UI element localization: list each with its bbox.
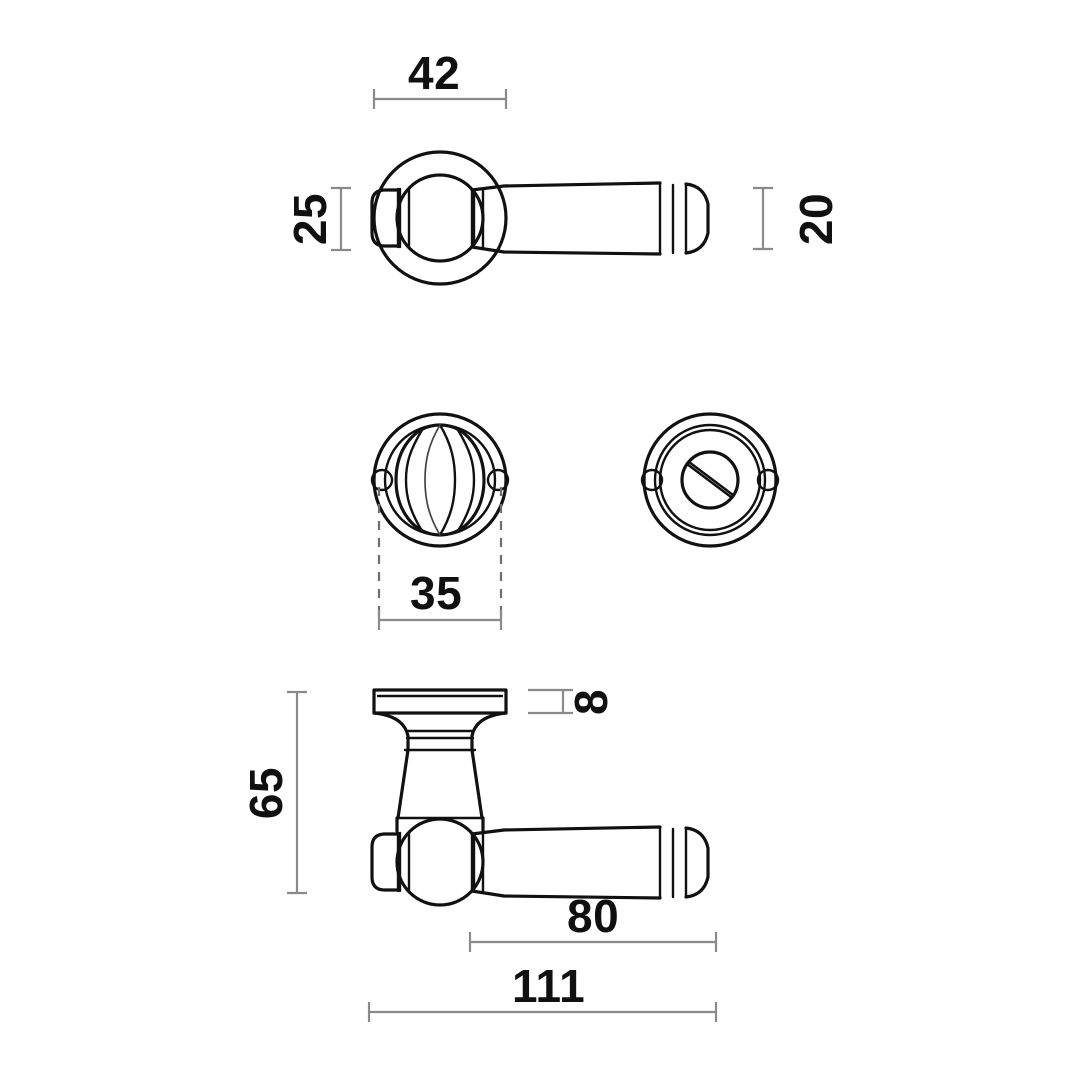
view-bottom-lever-side [287,688,718,1022]
view-top-lever-front [331,89,773,286]
dim-80-value: 80 [567,890,620,942]
thumbturn-flute-4 [404,428,424,533]
lever-body-top-edge [470,181,662,192]
release-coin-slot-disc [680,450,740,510]
release-inner-ring-1 [653,423,767,537]
release-outer-ring [642,412,778,548]
release-pin-left [640,468,664,492]
thumbturn-flute-3 [456,428,476,533]
dim-42-value: 42 [408,47,461,99]
thumbturn-flute-1 [438,423,457,537]
knuckle-left-cap [370,188,400,248]
neck-taper-right [470,748,484,820]
rose-cove-right [470,711,508,738]
release-diagonal-slot-edge-1 [685,462,733,499]
dim-25-value: 25 [284,192,337,246]
dim-35-value: 35 [410,567,463,619]
thumbturn-inner-ring [383,423,497,537]
dim-111-value: 111 [512,960,586,1012]
knuckle-side-left-cap [370,832,400,892]
lever-body-bottom-edge [470,245,662,256]
dim-65-value: 65 [240,766,293,820]
lever-side-endcap-dome [684,826,710,899]
dim-8-value: 8 [565,688,618,716]
thumbturn-pin-left [370,468,394,492]
thumbturn-flute-2 [424,424,441,536]
release-diagonal-slot-edge-2 [687,460,735,497]
rose-plate-outline [372,688,508,715]
view-emergency-release-rosette [640,412,780,548]
round-rose-outer-circle [372,150,508,286]
release-pin-right [756,468,780,492]
neck-taper-left [396,748,410,820]
lever-endcap-dome [684,182,710,255]
thumbturn-outer-ring [372,412,508,548]
dim-20-value: 20 [790,192,843,246]
release-inner-ring-2 [658,428,762,532]
thumbturn-pin-right [486,468,510,492]
lever-side-top-edge [470,825,662,836]
rose-cove-left [372,711,410,738]
lever-side-bottom-edge [470,889,662,900]
view-thumbturn-rosette [370,412,510,630]
thumbturn-knob-outline [394,423,486,537]
